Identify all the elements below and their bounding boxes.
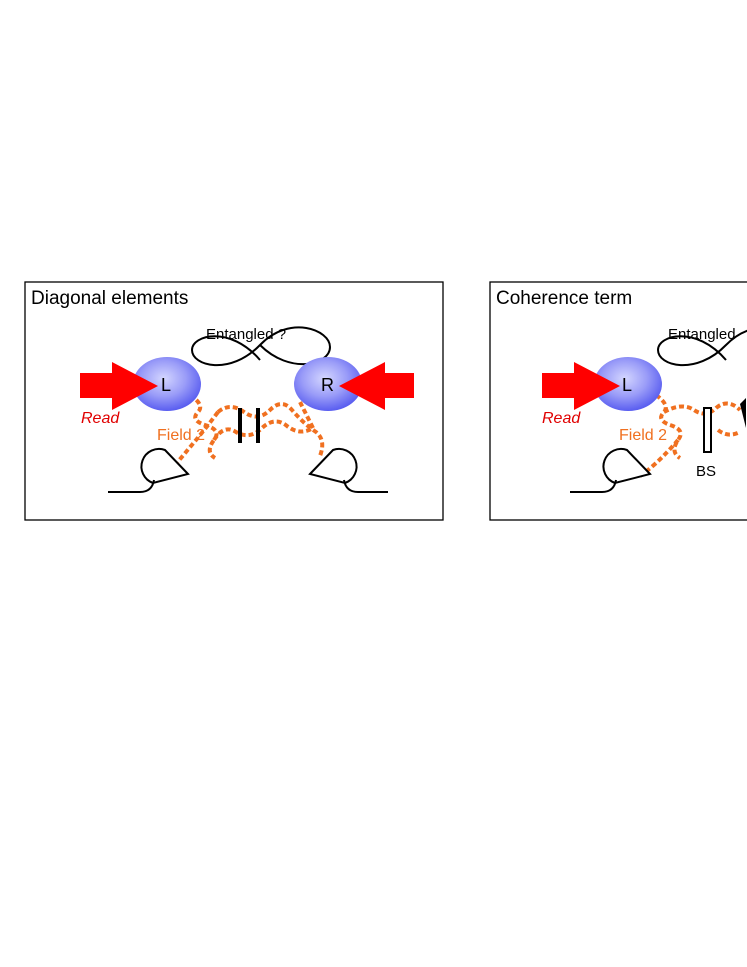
read-label: Read	[542, 410, 581, 427]
atom-l	[133, 357, 201, 411]
field-path-left-atom	[654, 393, 683, 460]
atom-r	[294, 357, 362, 411]
entangled-label: Entangled	[668, 326, 736, 343]
phase-shifter-icon	[740, 398, 746, 428]
read-arrow-left-icon	[80, 362, 158, 410]
read-label: Read	[81, 410, 120, 427]
field-path-cross-1	[212, 419, 315, 442]
panel-coherence-term: Coherence term Entangled BS L Read Field…	[489, 281, 747, 521]
read-arrow-left-icon	[542, 362, 620, 410]
entanglement-loop-icon	[656, 329, 747, 367]
field-2-label: Field 2	[619, 427, 667, 444]
atom-l-label: L	[161, 375, 171, 395]
field-path-cross-lower	[716, 428, 741, 437]
panel-title: Diagonal elements	[31, 288, 188, 309]
detector-left-icon	[108, 447, 190, 493]
detector-left-icon	[570, 447, 652, 493]
field-path-right-atom	[298, 401, 315, 429]
atom-l	[594, 357, 662, 411]
entangled-label: Entangled ?	[206, 326, 286, 343]
field-path-left-atom	[188, 393, 219, 460]
atom-l-label: L	[622, 375, 632, 395]
atom-r-label: R	[321, 375, 334, 395]
beamsplitter-label: BS	[696, 463, 716, 480]
panel-diagonal-elements: Diagonal elements Entangled ? L R Read F…	[24, 281, 444, 521]
field-path-to-left-detector	[638, 438, 680, 478]
field-path-to-left-detector	[174, 410, 220, 466]
field-2-label: Field 2	[157, 427, 205, 444]
detector-right-icon	[308, 447, 388, 493]
read-arrow-right-icon	[339, 362, 414, 410]
beamsplitter-icon	[703, 407, 712, 453]
panel-title: Coherence term	[496, 288, 632, 309]
